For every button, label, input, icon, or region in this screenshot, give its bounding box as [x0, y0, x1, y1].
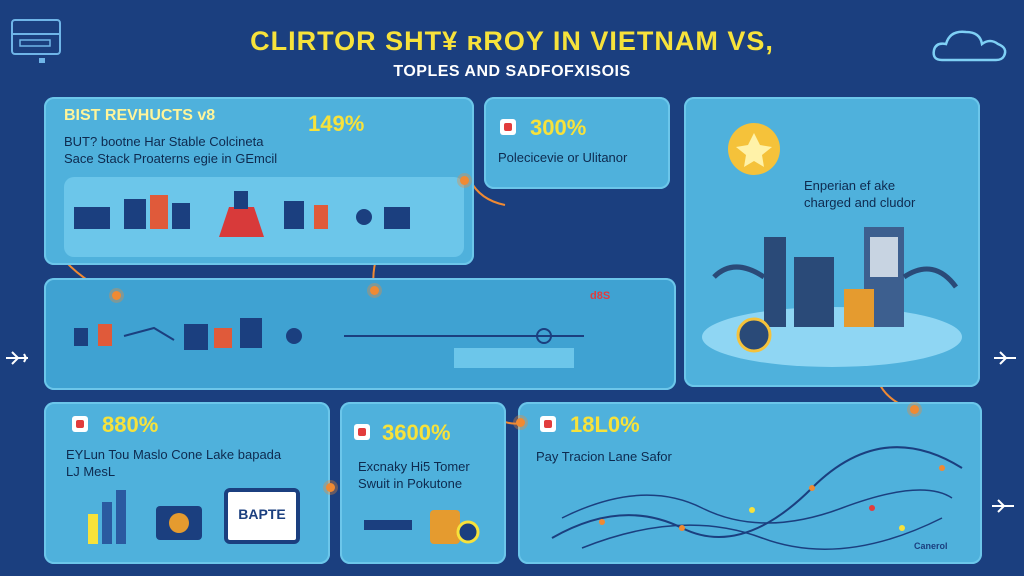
- badge-icon: [354, 424, 370, 440]
- printer-icon: [10, 14, 64, 69]
- panel-percent: 149%: [308, 111, 365, 136]
- panel-percent: 3600%: [382, 420, 451, 445]
- camera-icon: [156, 506, 202, 540]
- corner-label: Canerol: [914, 541, 948, 551]
- factory-illustration: [64, 177, 464, 257]
- connector-dot: [112, 291, 121, 300]
- cloud-icon: [930, 26, 1012, 71]
- panel-percent: 880%: [102, 412, 159, 437]
- tag-label: d8S: [590, 290, 611, 302]
- badge-icon: [72, 416, 88, 432]
- connector-dot: [910, 405, 919, 414]
- device-illustration: [364, 510, 480, 544]
- panel-percent: 300%: [530, 115, 587, 140]
- badge-icon: [500, 119, 516, 135]
- bar-graphic-illustration: [88, 490, 126, 544]
- panel-line: LJ MesL: [66, 464, 116, 479]
- sun-icon: [728, 123, 780, 175]
- panel-line: Excnaky Hi5 Tomer: [358, 459, 470, 474]
- panel-line: EYLun Tou Maslo Cone Lake bapada: [66, 447, 282, 462]
- screen-label: BAPTE: [238, 506, 286, 522]
- monitor-screen: BAPTE: [224, 488, 300, 544]
- panel-top-middle: 300% Polecicevie or Ulitanor: [484, 97, 670, 189]
- airplane-icon: [990, 498, 1016, 519]
- panel-top-left: BIST REVHUCTS v8 149% BUT? bootne Har St…: [44, 97, 474, 265]
- panel-percent: 18L0%: [570, 412, 640, 437]
- panel-top-right: Enperian ef ake charged and cludor: [684, 97, 980, 387]
- panel-bottom-right: 18L0% Pay Tracion Lane Safor Canerol: [518, 402, 982, 564]
- connector-dot: [460, 176, 469, 185]
- panel-bottom-middle: 3600% Excnaky Hi5 Tomer Swuit in Pokuton…: [340, 402, 506, 564]
- route-network-illustration: [551, 446, 963, 550]
- page-subtitle: TOPLES AND SADFOFXISOIS: [393, 63, 631, 80]
- panel-line: Enperian ef ake: [804, 178, 896, 193]
- machinery-illustration: [702, 227, 962, 367]
- page-title: CLIRTOR SHT¥ ʀROY IN VIETNAM VS,: [250, 26, 774, 56]
- panel-bottom-left: 880% EYLun Tou Maslo Cone Lake bapada LJ…: [44, 402, 330, 564]
- panel-middle: d8S: [44, 278, 676, 390]
- panel-line: Sace Stack Proaterns egie in GEmcil: [64, 151, 278, 166]
- panel-label: Pay Tracion Lane Safor: [536, 449, 672, 464]
- badge-icon: [540, 416, 556, 432]
- airplane-icon: [992, 350, 1018, 371]
- process-flow-illustration: [74, 318, 584, 368]
- panel-label: Polecicevie or Ulitanor: [498, 150, 628, 165]
- panel-line: BUT? bootne Har Stable Colcineta: [64, 134, 264, 149]
- connector-dot: [370, 286, 379, 295]
- airplane-icon: [4, 350, 30, 371]
- connector-dot: [326, 483, 335, 492]
- panel-line: Swuit in Pokutone: [358, 476, 463, 491]
- panel-line: charged and cludor: [804, 195, 916, 210]
- panel-heading: BIST REVHUCTS v8: [64, 107, 216, 124]
- connector-dot: [516, 418, 525, 427]
